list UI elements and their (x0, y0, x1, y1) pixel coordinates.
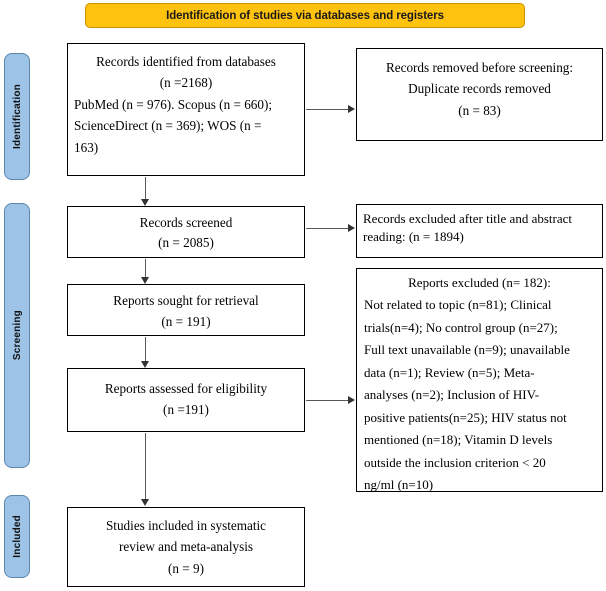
records-screened-line-2: (n = 2085) (158, 234, 214, 250)
studies-included-line-1: Studies included in systematic (105, 518, 267, 533)
arrowhead-screened-to-excluded (348, 224, 355, 232)
reports-excluded-body: Not related to topic (n=81); Clinical tr… (364, 294, 595, 492)
reports-excluded-line-1: Not related to topic (n=81); Clinical (364, 297, 552, 313)
stage-tab-included-label: Included (11, 515, 23, 558)
connector-assessed-to-included (145, 433, 146, 499)
reports-excluded-line-3: Full text unavailable (n=9); unavailable (364, 342, 570, 358)
reports-assessed-line-1: Reports assessed for eligibility (104, 381, 268, 396)
connector-screened-to-sought (145, 259, 146, 277)
box-studies-included: Studies included in systematic review an… (67, 507, 305, 587)
reports-excluded-line-7: mentioned (n=18); Vitamin D levels (364, 432, 553, 448)
studies-included-line-2: review and meta-analysis (118, 539, 254, 555)
records-screened-line-1: Records screened (139, 215, 233, 230)
header-banner-title: Identification of studies via databases … (166, 9, 444, 22)
box-reports-sought: Reports sought for retrieval (n = 191) (67, 284, 305, 336)
reports-excluded-heading: Reports excluded (n= 182): (408, 275, 551, 290)
reports-excluded-line-4: data (n=1); Review (n=5); Meta- (364, 364, 535, 380)
records-removed-line-1: Records removed before screening: (385, 60, 574, 75)
box-reports-assessed: Reports assessed for eligibility (n =191… (67, 368, 305, 432)
connector-screened-to-excluded (306, 228, 348, 229)
stage-tab-screening: Screening (4, 203, 30, 468)
connector-identified-to-screened (145, 177, 146, 200)
box-records-removed: Records removed before screening: Duplic… (356, 48, 603, 141)
connector-assessed-to-excluded (306, 400, 348, 401)
studies-included-line-3: (n = 9) (167, 560, 204, 576)
stage-tab-screening-label: Screening (11, 310, 23, 361)
box-reports-excluded: Reports excluded (n= 182): Not related t… (356, 268, 603, 492)
arrowhead-identified-to-removed (348, 105, 355, 113)
box-records-identified: Records identified from databases (n =21… (67, 43, 305, 176)
reports-excluded-line-5: analyses (n=2); Inclusion of HIV- (364, 387, 540, 403)
reports-excluded-line-6: positive patients(n=25); HIV status not (364, 409, 567, 425)
reports-excluded-line-9: ng/ml (n=10) (364, 477, 434, 492)
arrowhead-sought-to-assessed (141, 361, 149, 368)
arrowhead-assessed-to-excluded (348, 396, 355, 404)
reports-excluded-line-8: outside the inclusion criterion < 20 (364, 454, 546, 470)
records-excluded-line-1: Records excluded after title and abstrac… (363, 211, 572, 226)
box-records-excluded-title-abstract: Records excluded after title and abstrac… (356, 204, 603, 258)
arrowhead-assessed-to-included (141, 499, 149, 506)
reports-excluded-line-2: trials(n=4); No control group (n=27); (364, 319, 558, 335)
box-records-screened: Records screened (n = 2085) (67, 206, 305, 258)
records-removed-line-2: Duplicate records removed (408, 81, 551, 97)
records-excluded-line-2: reading: (n = 1894) (363, 229, 464, 245)
records-identified-line-2: (n =2168) (159, 75, 213, 91)
reports-sought-line-2: (n = 191) (161, 314, 211, 330)
reports-assessed-line-2: (n =191) (163, 402, 209, 418)
stage-tab-identification-label: Identification (11, 83, 23, 150)
stage-tab-included: Included (4, 495, 30, 578)
records-identified-line-4: ScienceDirect (n = 369); WOS (n = (74, 118, 262, 134)
records-identified-line-3: PubMed (n = 976). Scopus (n = 660); (74, 96, 273, 112)
header-banner: Identification of studies via databases … (85, 3, 525, 28)
arrowhead-screened-to-sought (141, 277, 149, 284)
records-removed-line-3: (n = 83) (458, 102, 501, 118)
connector-sought-to-assessed (145, 337, 146, 361)
arrowhead-identified-to-screened (141, 199, 149, 206)
records-identified-line-5: 163) (74, 139, 99, 155)
stage-tab-identification: Identification (4, 53, 30, 180)
records-identified-line-1: Records identified from databases (96, 54, 276, 69)
reports-sought-line-1: Reports sought for retrieval (113, 293, 259, 308)
connector-identified-to-removed (306, 109, 348, 110)
